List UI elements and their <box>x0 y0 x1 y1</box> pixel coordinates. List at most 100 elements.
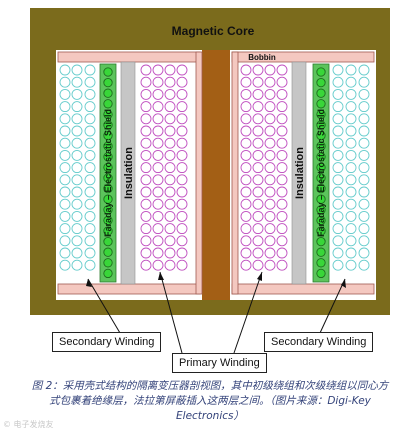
shield-conductor <box>316 173 326 183</box>
secondary-conductor <box>59 235 71 247</box>
primary-conductor <box>176 101 188 113</box>
secondary-conductor <box>71 125 83 137</box>
secondary-conductor <box>84 149 96 161</box>
primary-conductor <box>264 101 276 113</box>
primary-conductor <box>252 162 264 174</box>
shield-conductor <box>316 258 326 268</box>
shield-label-left: Faraday – Electrostatic Shield <box>103 109 113 237</box>
secondary-conductor <box>59 186 71 198</box>
secondary-conductor <box>345 259 357 271</box>
secondary-conductor <box>332 149 344 161</box>
primary-conductor <box>252 210 264 222</box>
shield-conductor <box>316 183 326 194</box>
secondary-conductor <box>84 198 96 210</box>
primary-conductor <box>240 149 252 161</box>
shield-conductor <box>316 205 326 215</box>
primary-conductor <box>164 125 176 137</box>
primary-conductor <box>264 125 276 137</box>
secondary-conductor <box>71 223 83 235</box>
secondary-conductor <box>84 235 96 247</box>
shield-conductor <box>103 162 113 173</box>
secondary-conductor <box>332 76 344 88</box>
primary-conductor <box>264 113 276 125</box>
primary-conductor <box>140 88 152 100</box>
primary-conductor <box>152 223 164 235</box>
primary-conductor <box>240 162 252 174</box>
primary-conductor <box>240 64 252 76</box>
primary-conductor <box>276 101 288 113</box>
secondary-conductor <box>71 64 83 76</box>
primary-conductor <box>240 210 252 222</box>
primary-conductor <box>176 162 188 174</box>
secondary-conductor <box>332 113 344 125</box>
secondary-conductor <box>59 210 71 222</box>
shield-conductor <box>316 268 326 279</box>
primary-conductor <box>140 113 152 125</box>
primary-conductor <box>252 88 264 100</box>
primary-conductor <box>276 88 288 100</box>
primary-conductor <box>140 162 152 174</box>
primary-conductor <box>152 113 164 125</box>
primary-conductor <box>152 174 164 186</box>
shield-conductor <box>316 120 326 130</box>
secondary-conductor <box>59 198 71 210</box>
secondary-conductor <box>59 125 71 137</box>
primary-conductor <box>240 186 252 198</box>
secondary-winding-right-callout: Secondary Winding <box>264 332 374 352</box>
shield-conductor <box>103 67 113 77</box>
primary-conductor <box>252 186 264 198</box>
primary-conductor <box>276 247 288 259</box>
primary-conductor <box>176 247 188 259</box>
secondary-conductor <box>84 210 96 222</box>
secondary-conductor <box>59 149 71 161</box>
primary-conductor <box>264 210 276 222</box>
primary-conductor <box>264 259 276 271</box>
primary-conductor <box>164 113 176 125</box>
secondary-conductor <box>345 198 357 210</box>
secondary-conductor <box>358 101 370 113</box>
shield-conductor <box>103 268 113 279</box>
shield-conductor <box>103 88 113 98</box>
secondary-conductor <box>59 137 71 149</box>
primary-conductor <box>240 223 252 235</box>
secondary-conductor <box>71 210 83 222</box>
primary-conductor <box>152 101 164 113</box>
primary-conductor <box>276 174 288 186</box>
shield-conductor <box>316 194 326 204</box>
primary-conductor <box>140 137 152 149</box>
primary-conductor <box>140 174 152 186</box>
primary-conductor <box>140 198 152 210</box>
primary-conductor <box>152 186 164 198</box>
shield-conductor <box>103 226 113 236</box>
faraday-shield-right <box>312 63 330 283</box>
secondary-conductor <box>358 210 370 222</box>
primary-conductor <box>140 64 152 76</box>
secondary-conductor <box>84 223 96 235</box>
secondary-conductor <box>358 198 370 210</box>
primary-conductor <box>276 113 288 125</box>
figure-caption: 图 2：采用壳式结构的隔离变压器剖视图，其中初级绕组和次级绕组以同心方式包裹着绝… <box>31 380 389 422</box>
primary-conductor <box>276 210 288 222</box>
secondary-conductor <box>332 235 344 247</box>
secondary-conductor <box>71 101 83 113</box>
secondary-conductor <box>332 223 344 235</box>
primary-conductor <box>164 198 176 210</box>
secondary-conductor <box>358 247 370 259</box>
secondary-conductor <box>332 137 344 149</box>
secondary-conductor <box>59 88 71 100</box>
primary-conductor <box>140 76 152 88</box>
secondary-conductor <box>84 174 96 186</box>
secondary-conductor <box>332 186 344 198</box>
secondary-conductor <box>358 64 370 76</box>
secondary-conductor <box>71 259 83 271</box>
bobbin-label: Bobbin <box>248 53 276 62</box>
primary-conductor <box>140 259 152 271</box>
primary-conductor <box>176 149 188 161</box>
shield-conductor <box>103 173 113 183</box>
shield-conductor <box>316 247 326 257</box>
primary-conductor <box>164 186 176 198</box>
primary-conductor <box>164 210 176 222</box>
secondary-conductor <box>84 101 96 113</box>
primary-conductor <box>252 223 264 235</box>
primary-conductor <box>264 235 276 247</box>
